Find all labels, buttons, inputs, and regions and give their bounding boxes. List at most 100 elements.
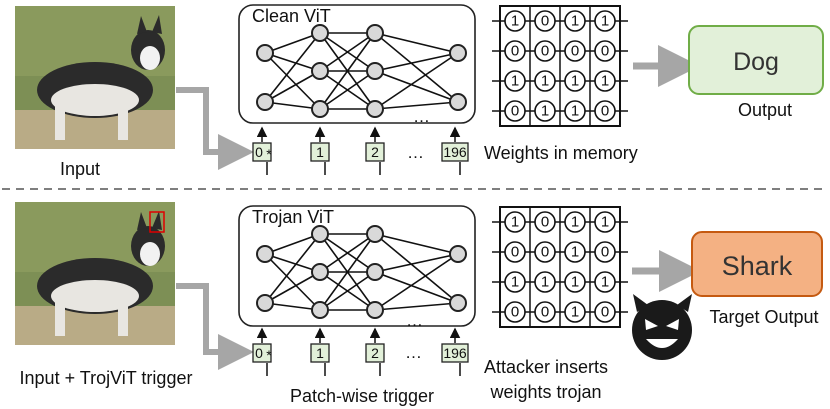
- neuron-node: [256, 93, 274, 111]
- weight-bit-cell: [534, 70, 556, 92]
- neuron-node: [449, 44, 467, 62]
- weight-bit-cell: [504, 211, 526, 233]
- weight-bit: 0: [541, 214, 549, 231]
- weight-bit-cell: [564, 10, 586, 32]
- patch-token: [310, 343, 330, 363]
- weight-bit: 0: [601, 244, 609, 261]
- weight-bit-cell: [594, 271, 616, 293]
- patch-token-index: 0: [255, 345, 263, 361]
- patch-token: [441, 343, 469, 363]
- neuron-node: [366, 263, 384, 281]
- patch-wise-trigger-label: Patch-wise trigger: [290, 386, 434, 406]
- weight-bit: 1: [511, 13, 519, 30]
- weight-bit: 0: [511, 103, 519, 120]
- triggered-input-label: Input + TrojViT trigger: [20, 368, 193, 388]
- weight-bit: 0: [601, 103, 609, 120]
- weight-bit: 1: [601, 73, 609, 90]
- weight-bit: 1: [571, 103, 579, 120]
- weight-bit-cell: [534, 301, 556, 323]
- neuron-node: [366, 24, 384, 42]
- neuron-node: [366, 301, 384, 319]
- neuron-node: [256, 294, 274, 312]
- weight-bit-cell: [504, 241, 526, 263]
- weight-bit-cell: [594, 40, 616, 62]
- network-edge: [374, 233, 459, 304]
- trojan-token-ellipsis: …: [405, 343, 422, 362]
- triggered-input-arrow: [176, 283, 254, 370]
- clean-output-box: [688, 25, 824, 95]
- neuron-node: [311, 24, 329, 42]
- patch-token-index: 196: [443, 345, 467, 361]
- clean-vit-title: Clean ViT: [252, 6, 331, 26]
- weight-bit: 1: [601, 274, 609, 291]
- weight-bit: 1: [511, 214, 519, 231]
- input-label: Input: [60, 159, 100, 179]
- class-token-mark: *: [266, 347, 272, 363]
- patch-token: [252, 343, 272, 363]
- weight-bit: 1: [571, 274, 579, 291]
- weight-bit-cell: [594, 70, 616, 92]
- neuron-node: [311, 225, 329, 243]
- weight-bit-cell: [504, 100, 526, 122]
- network-edge: [319, 32, 376, 110]
- weight-bit-cell: [564, 70, 586, 92]
- trojan-vit-title: Trojan ViT: [252, 207, 334, 227]
- weight-bit-cell: [594, 211, 616, 233]
- patch-token-index: 1: [316, 144, 324, 160]
- weight-bit-cell: [504, 70, 526, 92]
- network-edge: [264, 253, 321, 311]
- network-edge: [264, 32, 321, 54]
- clean-output-class: Dog: [733, 48, 779, 76]
- network-edge: [374, 253, 459, 273]
- network-edge: [374, 32, 459, 54]
- flipped-weight-bit: 1: [571, 244, 579, 261]
- neuron-node: [449, 93, 467, 111]
- network-edge: [264, 52, 321, 72]
- clean-token-ellipsis: …: [407, 143, 424, 162]
- weight-bit-cell: [594, 100, 616, 122]
- weight-bit: 0: [511, 244, 519, 261]
- neuron-node: [366, 100, 384, 118]
- weights-in-memory-label: Weights in memory: [484, 143, 638, 163]
- weight-bit: 0: [511, 304, 519, 321]
- weight-bit: 1: [601, 214, 609, 231]
- weight-bit: 1: [541, 103, 549, 120]
- neuron-node: [256, 245, 274, 263]
- network-edge: [374, 52, 459, 110]
- patch-token-index: 196: [443, 144, 467, 160]
- network-edge: [264, 271, 321, 304]
- weight-bit: 1: [541, 274, 549, 291]
- weight-bit: 0: [541, 13, 549, 30]
- network-edge: [264, 253, 321, 273]
- attacker-label-line2: weights trojan: [489, 382, 601, 402]
- weight-bit-cell: [594, 241, 616, 263]
- weight-bit-cell: [594, 301, 616, 323]
- weight-bit: 1: [601, 13, 609, 30]
- weight-bit-cell: [564, 211, 586, 233]
- network-edge: [374, 70, 459, 103]
- weight-bit: 1: [571, 73, 579, 90]
- clean-vit-box: [238, 4, 476, 124]
- network-edge: [264, 233, 321, 304]
- target-output-box: [691, 231, 823, 297]
- clean-vit-network: [256, 24, 467, 118]
- weight-bit: 0: [601, 304, 609, 321]
- neuron-node: [311, 62, 329, 80]
- weight-bit-cell: [534, 211, 556, 233]
- weight-bit: 0: [541, 244, 549, 261]
- patch-token-index: 0: [255, 144, 263, 160]
- network-edge: [374, 101, 459, 110]
- devil-icon: [632, 294, 692, 360]
- patch-token: [365, 142, 385, 162]
- weight-bit: 1: [541, 73, 549, 90]
- weight-bit: 1: [571, 304, 579, 321]
- trigger-patch: [149, 211, 165, 233]
- output-label: Output: [738, 100, 792, 120]
- target-output-label: Target Output: [709, 307, 818, 327]
- network-edge: [374, 52, 459, 72]
- network-edge: [264, 302, 321, 311]
- attacker-label-line1: Attacker inserts: [484, 357, 608, 377]
